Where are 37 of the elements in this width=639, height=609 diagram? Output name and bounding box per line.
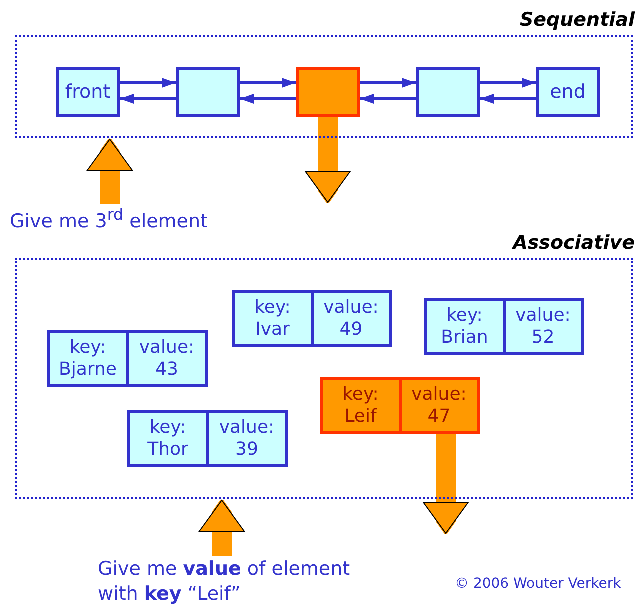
- value-cell: value: 47: [402, 377, 480, 434]
- arrow: [360, 78, 416, 88]
- value-cell: value: 52: [506, 298, 584, 355]
- copyright-note: © 2006 Wouter Verkerk: [455, 576, 622, 592]
- block-arrow: [199, 500, 245, 556]
- list-element-box: [176, 67, 240, 117]
- key-cell: key: Bjarne: [47, 330, 129, 387]
- value-cell: value: 43: [129, 330, 208, 387]
- key-cell: key: Thor: [127, 410, 209, 467]
- key-cell: key: Ivar: [232, 290, 314, 347]
- group-title: Associative: [513, 232, 635, 254]
- key-value-record: [232, 290, 392, 347]
- group-title: Sequential: [520, 9, 635, 31]
- block-arrow: [305, 117, 351, 203]
- block-arrow: [423, 434, 469, 534]
- arrow: [240, 78, 296, 88]
- arrow: [480, 78, 536, 88]
- key-value-record: [47, 330, 208, 387]
- arrow: [120, 78, 176, 88]
- list-element-box: front: [56, 67, 120, 117]
- key-cell: key: Leif: [320, 377, 402, 434]
- value-cell: value: 39: [209, 410, 288, 467]
- arrow: [120, 94, 176, 104]
- instruction-text: Give me value of element with key “Leif”: [98, 557, 386, 609]
- arrow: [360, 94, 416, 104]
- list-element-box: end: [536, 67, 600, 117]
- key-value-record: [127, 410, 288, 467]
- key-value-record: [424, 298, 584, 355]
- block-arrow: [87, 139, 133, 204]
- list-element-box: [416, 67, 480, 117]
- key-cell: key: Brian: [424, 298, 506, 355]
- arrow: [240, 94, 296, 104]
- list-element-box: [296, 67, 360, 117]
- instruction-text: Give me 3$^{rd}$ element: [10, 205, 270, 233]
- value-cell: value: 49: [314, 290, 392, 347]
- arrow: [480, 94, 536, 104]
- key-value-record: [320, 377, 480, 434]
